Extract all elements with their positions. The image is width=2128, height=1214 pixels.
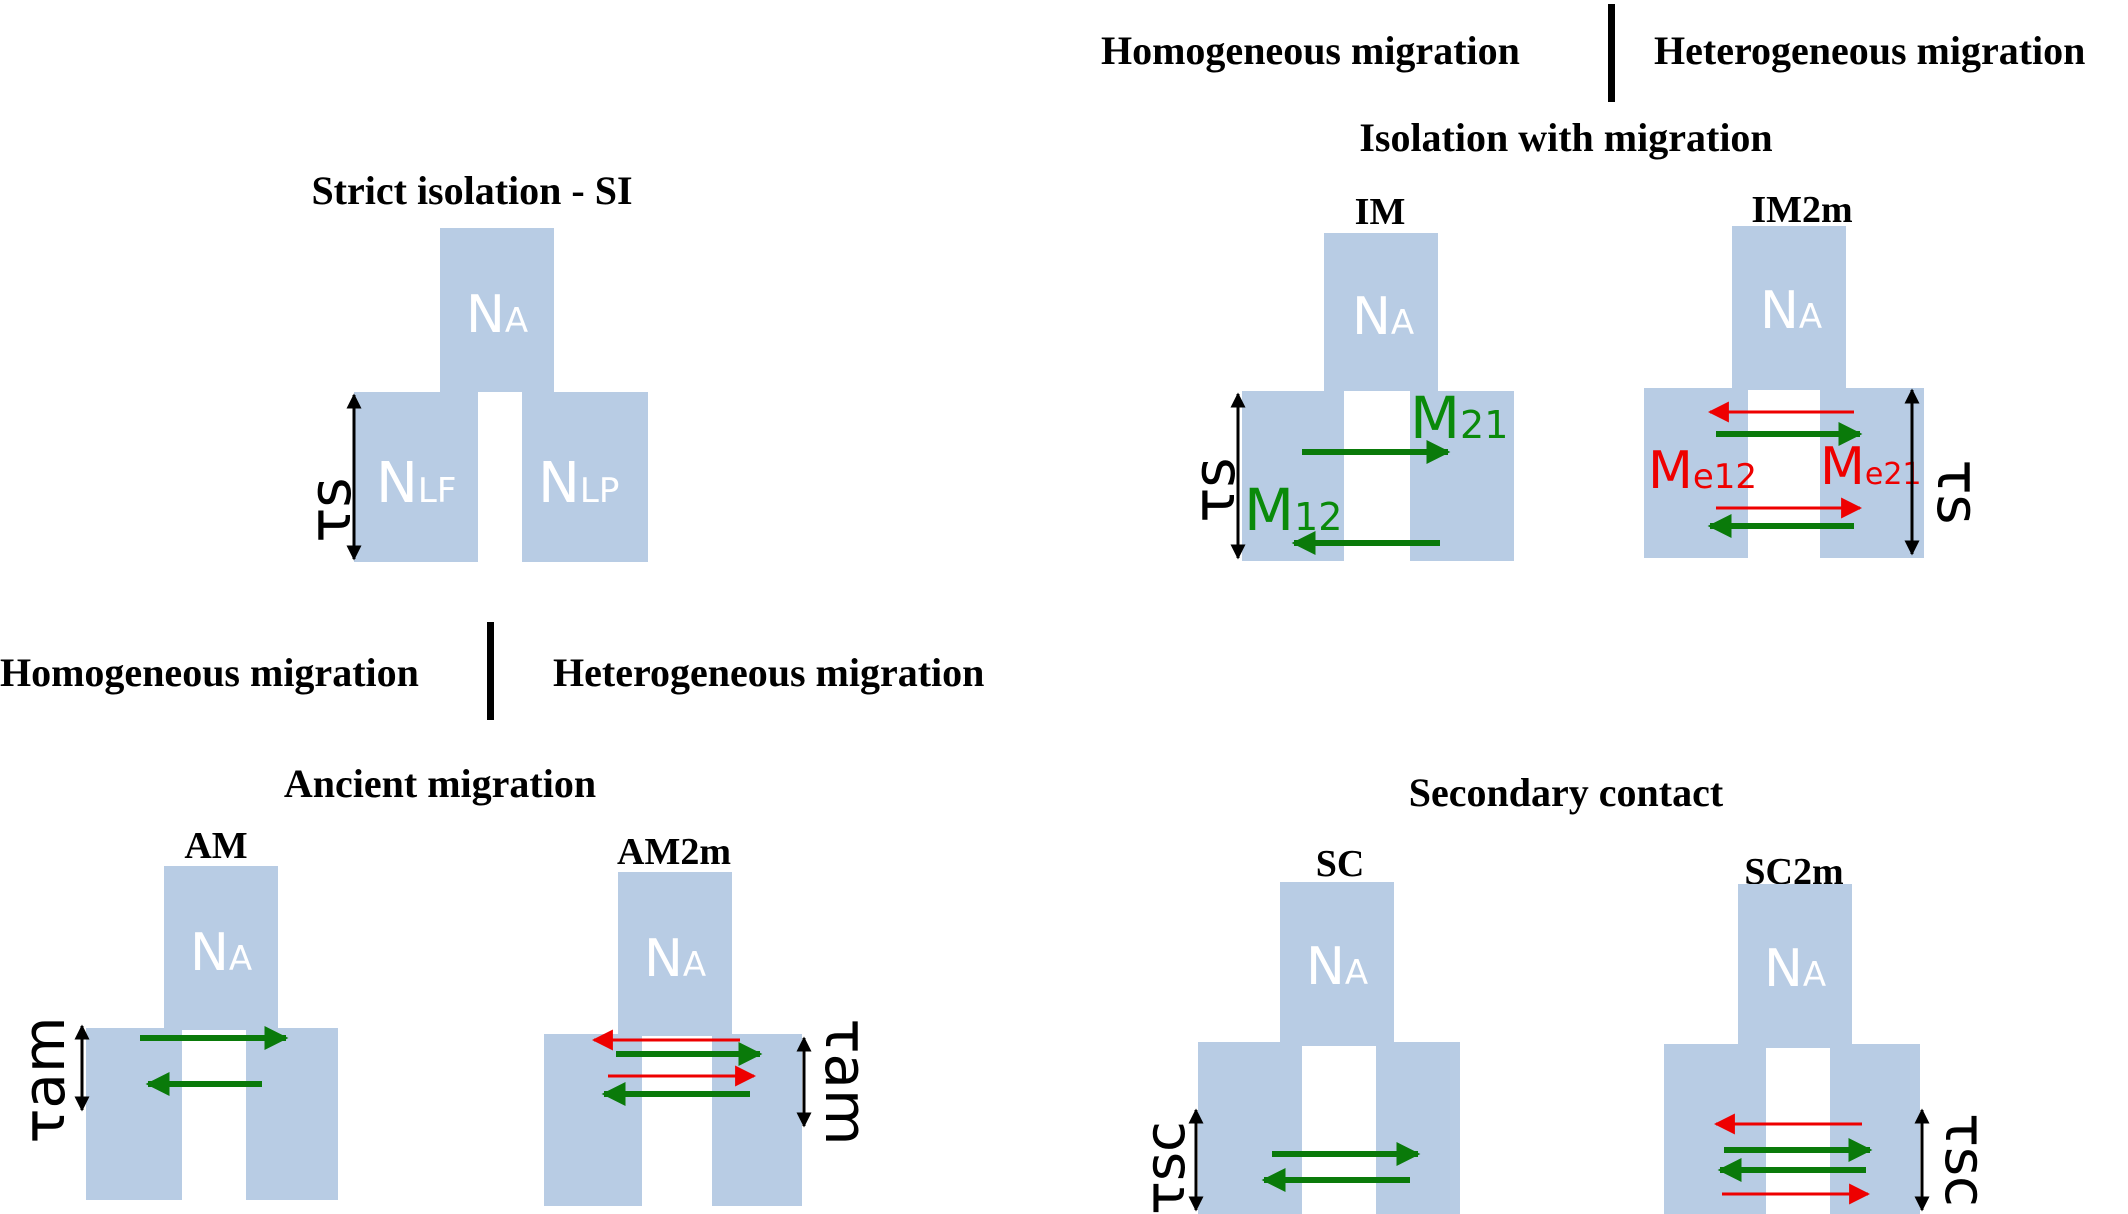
im2m-na-label: NA	[1760, 281, 1822, 341]
sc-group-title: Secondary contact	[1409, 770, 1724, 815]
sc-left-box	[1198, 1042, 1302, 1214]
sc-ancestral-box	[1280, 882, 1394, 1046]
top-homogeneous-header: Homogeneous migration	[1101, 28, 1520, 73]
am-tam-label: τam	[10, 1017, 78, 1144]
im2m-me12-label: Me12	[1648, 441, 1757, 501]
si-title: Strict isolation - SI	[311, 168, 632, 213]
sc-right-box	[1376, 1042, 1460, 1214]
si-nlf-label: NLF	[376, 451, 456, 516]
im-m12-label: M12	[1244, 476, 1342, 544]
am-model: AM NA τam	[10, 825, 338, 1200]
bottom-heterogeneous-header: Heterogeneous migration	[553, 650, 984, 695]
im-right-box	[1410, 391, 1514, 561]
am-ancestral-box	[164, 866, 278, 1030]
im2m-ancestral-box	[1732, 226, 1846, 390]
si-ts-label: τs	[296, 477, 364, 542]
am2m-tam-label: τam	[812, 1019, 880, 1146]
si-na-label: NA	[466, 285, 528, 345]
im-ancestral-box	[1324, 233, 1438, 391]
sc-na-label: NA	[1306, 937, 1368, 997]
am-group-title: Ancient migration	[284, 761, 596, 806]
im-na-label: NA	[1352, 287, 1414, 347]
bottom-migration-header: Homogeneous migration Heterogeneous migr…	[0, 622, 984, 720]
sc2m-ancestral-box	[1738, 884, 1852, 1048]
am-na-label: NA	[190, 923, 252, 983]
sc-tsc-label: τsc	[1133, 1121, 1198, 1214]
am2m-na-label: NA	[644, 929, 706, 989]
si-ancestral-box	[440, 228, 554, 392]
im2m-title: IM2m	[1751, 189, 1852, 231]
sc2m-tsc-label: τsc	[1932, 1113, 1997, 1207]
im-title: IM	[1355, 191, 1406, 233]
sc2m-right-box	[1830, 1044, 1920, 1214]
bottom-homogeneous-header: Homogeneous migration	[0, 650, 419, 695]
im2m-model: IM2m NA Me12 Me21 τs	[1644, 189, 1992, 558]
im-m21-label: M21	[1410, 384, 1508, 452]
top-migration-header: Homogeneous migration Heterogeneous migr…	[1101, 4, 2085, 102]
sc2m-model: SC2m NA τsc	[1664, 851, 1997, 1214]
am2m-right-box	[712, 1034, 802, 1206]
am-title: AM	[184, 825, 247, 867]
sc2m-na-label: NA	[1764, 939, 1826, 999]
top-heterogeneous-header: Heterogeneous migration	[1654, 28, 2085, 73]
im2m-ts-label: τs	[1924, 459, 1992, 524]
im-ts-label: τs	[1180, 457, 1248, 522]
sc2m-left-box	[1664, 1044, 1766, 1214]
am2m-left-box	[544, 1034, 642, 1206]
im-group-title: Isolation with migration	[1359, 115, 1772, 160]
si-left-box	[354, 392, 478, 562]
sc-model: SC NA τsc	[1133, 843, 1460, 1214]
sc-title: SC	[1316, 843, 1365, 885]
am2m-title: AM2m	[617, 831, 731, 873]
im-model: IM NA M21 M12 τs	[1180, 191, 1514, 561]
si-nlp-label: NLP	[538, 451, 619, 516]
si-right-box	[522, 392, 648, 562]
am-right-box	[246, 1028, 338, 1200]
am-left-box	[86, 1028, 182, 1200]
am2m-ancestral-box	[618, 872, 732, 1036]
top-header-divider	[1608, 4, 1615, 102]
am2m-model: AM2m NA τam	[544, 831, 880, 1206]
si-model: Strict isolation - SI NA NLF NLP τs	[296, 168, 648, 562]
bottom-header-divider	[487, 622, 494, 720]
